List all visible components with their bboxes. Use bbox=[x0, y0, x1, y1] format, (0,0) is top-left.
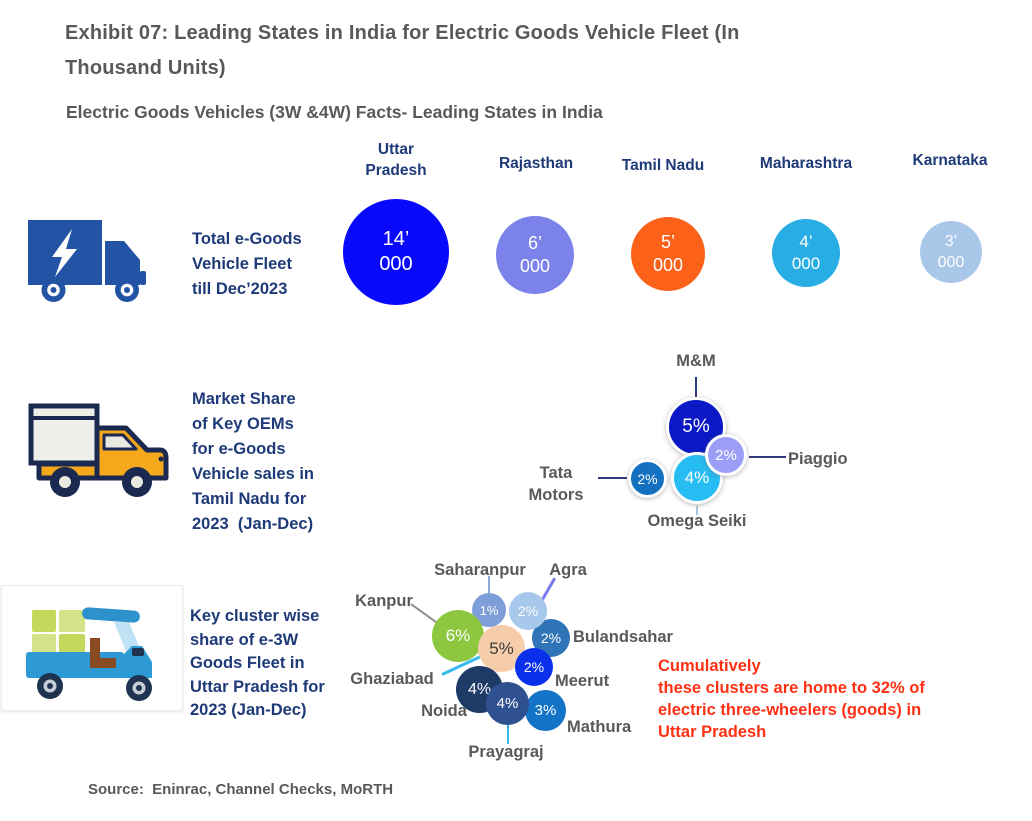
oem-label-tata-motors: Tata Motors bbox=[528, 464, 584, 504]
oem-row-label: Market Share of Key OEMs for e-Goods Veh… bbox=[192, 390, 314, 533]
exhibit-subtitle: Electric Goods Vehicles (3W &4W) Facts- … bbox=[66, 102, 603, 122]
oem-label-omega-seiki: Omega Seiki bbox=[647, 512, 747, 530]
state-header-tamil-nadu: Tamil Nadu bbox=[621, 157, 705, 174]
state-header-karnataka: Karnataka bbox=[912, 152, 988, 169]
cluster-label-saharanpur: Saharanpur bbox=[434, 561, 526, 579]
fleet-bubble-tamil-nadu: 5’000 bbox=[631, 217, 705, 291]
oem-bubble-piaggio: 2% bbox=[705, 434, 747, 476]
fleet-bubble-rajasthan: 6’000 bbox=[496, 216, 574, 294]
leader-line-saharanpur bbox=[487, 576, 490, 594]
delivery-truck-icon bbox=[25, 398, 175, 506]
fleet-bubble-maharashtra: 4’000 bbox=[772, 219, 840, 287]
cluster-label-mathura: Mathura bbox=[567, 718, 632, 736]
cluster-label-ghaziabad: Ghaziabad bbox=[350, 670, 434, 688]
cluster-bubble-mathura: 3% bbox=[525, 690, 566, 731]
fleet-bubble-uttar-pradesh: 14’000 bbox=[343, 199, 449, 305]
cumulative-note: Cumulatively these clusters are home to … bbox=[658, 657, 925, 741]
oem-bubble-tata-motors: 2% bbox=[628, 459, 667, 498]
cluster-label-bulandsahar: Bulandsahar bbox=[573, 628, 673, 646]
cluster-bubble-meerut: 2% bbox=[515, 648, 553, 686]
exhibit-title: Exhibit 07: Leading States in India for … bbox=[65, 22, 740, 79]
state-header-uttar-pradesh: Uttar Pradesh bbox=[365, 141, 427, 179]
cluster-bubble-agra: 2% bbox=[509, 592, 547, 630]
cluster-label-agra: Agra bbox=[549, 561, 587, 579]
cluster-label-kanpur: Kanpur bbox=[355, 592, 413, 610]
cluster-bubble-prayagraj: 4% bbox=[486, 682, 529, 725]
cluster-bubble-kanpur: 6% bbox=[432, 610, 484, 662]
source-text: Source: Eninrac, Channel Checks, MoRTH bbox=[88, 781, 394, 798]
cluster-label-meerut: Meerut bbox=[555, 672, 610, 690]
cluster-row-label: Key cluster wise share of e-3W Goods Fle… bbox=[190, 607, 325, 719]
leader-line-prayagraj bbox=[506, 724, 509, 744]
leader-line-mm bbox=[695, 377, 697, 397]
leader-line-omega bbox=[696, 506, 698, 515]
oem-label-piaggio: Piaggio bbox=[788, 450, 848, 468]
fleet-bubble-karnataka: 3’000 bbox=[920, 221, 982, 283]
leader-line-tata bbox=[598, 477, 627, 479]
leader-line-piaggio bbox=[749, 456, 786, 458]
state-header-maharashtra: Maharashtra bbox=[759, 155, 853, 172]
cluster-label-noida: Noida bbox=[421, 702, 467, 720]
oem-label-mm: M&M bbox=[676, 352, 716, 370]
fleet-row-label: Total e-Goods Vehicle Fleet till Dec’202… bbox=[192, 230, 302, 298]
state-header-rajasthan: Rajasthan bbox=[498, 155, 574, 172]
electric-truck-icon bbox=[25, 205, 175, 317]
cargo-rickshaw-icon bbox=[1, 585, 183, 711]
cluster-label-prayagraj: Prayagraj bbox=[468, 743, 544, 761]
